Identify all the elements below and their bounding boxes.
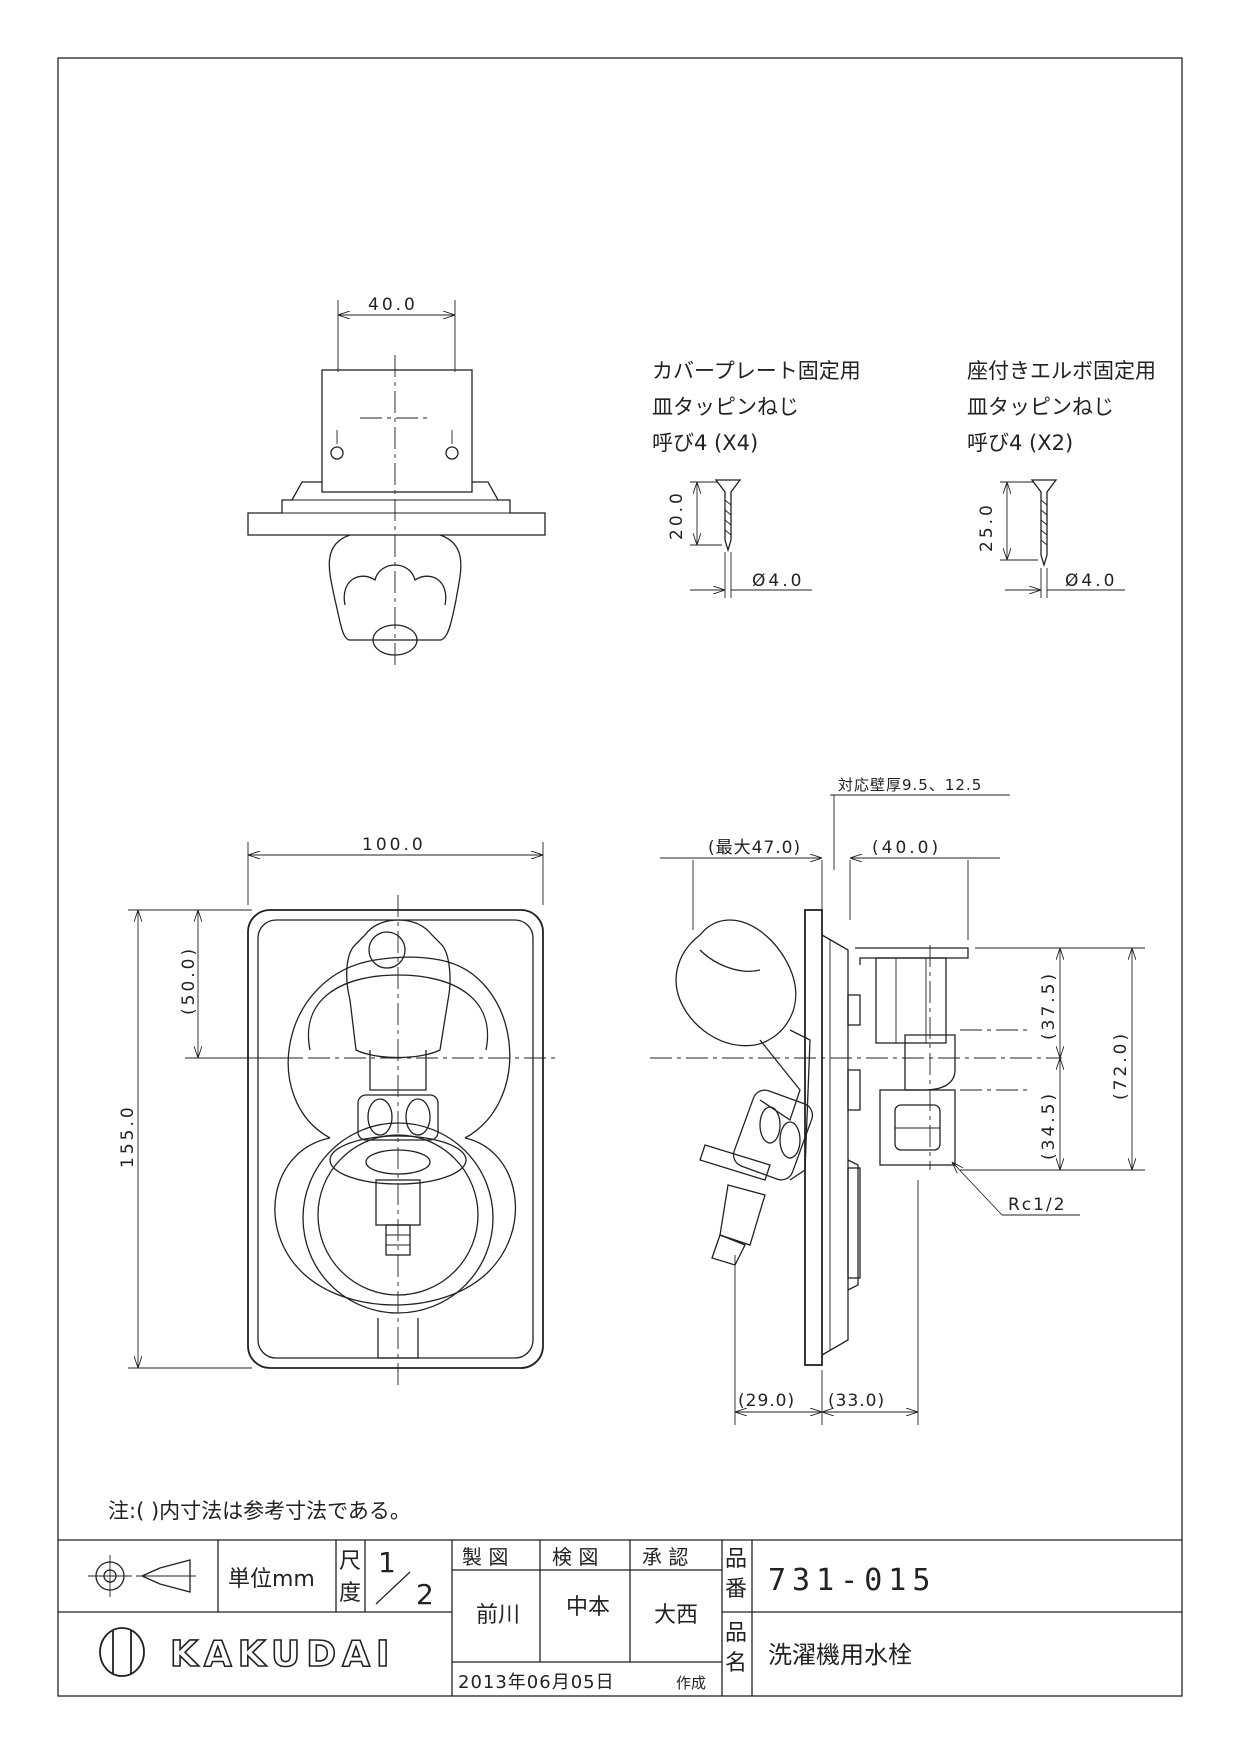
drawn-by: 前川 [476, 1603, 520, 1628]
lower-height-dim: (34.5) [1039, 1091, 1059, 1160]
company-logo: KAKUDAI [170, 1634, 395, 1675]
screw-detail-1: カバープレート固定用 皿タッピンねじ 呼び4 (X4) 20.0 Ø4.0 [652, 359, 861, 598]
max-depth-dim: (最大47.0) [708, 838, 801, 858]
screw-1-line-1: カバープレート固定用 [652, 359, 861, 383]
drawn-label: 製 図 [462, 1545, 508, 1569]
part-no-label-2: 番 [725, 1577, 747, 1602]
scale-label-1: 尺 [339, 1549, 361, 1574]
screw-1-length: 20.0 [667, 490, 687, 540]
kakudai-logo-mark [99, 1627, 145, 1677]
elbow-depth-dim: (40.0) [872, 838, 941, 858]
approved-by: 大西 [654, 1603, 698, 1628]
name-label-1: 品 [725, 1621, 747, 1646]
screw-2-line-3: 呼び4 (X2) [967, 431, 1073, 455]
name-label-2: 名 [725, 1651, 747, 1676]
scale-numerator: 1 [378, 1546, 396, 1579]
scale-denominator: 2 [416, 1578, 434, 1611]
bottom-right-dim: (33.0) [828, 1391, 885, 1411]
scale-label-2: 度 [339, 1581, 361, 1606]
checked-label: 検 図 [552, 1545, 598, 1569]
screw-2-line-2: 皿タッピンねじ [967, 395, 1114, 419]
creation-date: 2013年06月05日 [458, 1672, 615, 1693]
screw-detail-2: 座付きエルボ固定用 皿タッピンねじ 呼び4 (X2) 25.0 Ø4.0 [967, 359, 1156, 598]
top-width-dim: 40.0 [368, 295, 418, 315]
title-block: 単位mm 尺 度 1 2 製 図 検 図 承 認 前川 中本 大西 品 番 73… [58, 1539, 1182, 1696]
screw-2-line-1: 座付きエルボ固定用 [967, 359, 1156, 383]
upper-height-dim: (37.5) [1039, 971, 1059, 1040]
unit-label: 単位mm [228, 1567, 315, 1592]
part-number: 731-015 [768, 1563, 936, 1598]
bottom-left-dim: (29.0) [738, 1391, 795, 1411]
approved-label: 承 認 [642, 1545, 688, 1569]
drawing-note: 注:( )内寸法は参考寸法である。 [108, 1499, 411, 1523]
creation-date-suffix: 作成 [676, 1674, 706, 1692]
thread-callout: Rc1/2 [1008, 1195, 1067, 1215]
screw-1-line-3: 呼び4 (X4) [652, 431, 758, 455]
side-view: 対応壁厚9.5、12.5 (最大47.0) (40.0) [650, 776, 1145, 1425]
part-no-label-1: 品 [725, 1547, 747, 1572]
top-view: 40.0 [247, 295, 546, 665]
screw-1-line-2: 皿タッピンねじ [652, 395, 799, 419]
checked-by: 中本 [566, 1595, 610, 1620]
drawing-border [57, 57, 1183, 1697]
front-view: 100.0 155.0 (50.0) [118, 835, 556, 1390]
front-width-dim: 100.0 [362, 835, 426, 855]
screw-2-length: 25.0 [977, 502, 997, 552]
front-height-dim: 155.0 [118, 1104, 138, 1168]
wall-thickness-dim: 対応壁厚9.5、12.5 [838, 776, 982, 794]
screw-1-diameter: Ø4.0 [752, 571, 804, 591]
screw-2-diameter: Ø4.0 [1065, 571, 1117, 591]
total-height-dim: (72.0) [1111, 1031, 1131, 1100]
front-offset-dim: (50.0) [179, 946, 199, 1015]
projection-symbol [88, 1555, 196, 1597]
product-name: 洗濯機用水栓 [768, 1641, 912, 1669]
